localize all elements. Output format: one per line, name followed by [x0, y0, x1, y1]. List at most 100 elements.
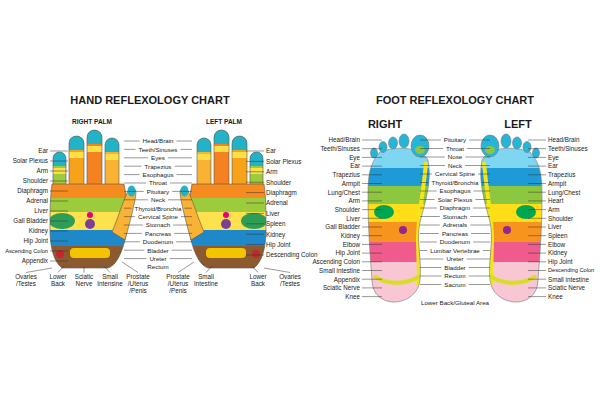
leader-line: [246, 161, 264, 162]
organ-zone: [516, 205, 536, 219]
chart-title: HAND REFLEXOLOGY CHART: [70, 94, 229, 107]
organ-label: Hip Joint: [548, 258, 573, 265]
leader-line: [246, 192, 264, 193]
leader-line: [420, 216, 440, 217]
organ-label: Arm: [548, 206, 560, 213]
leader-line: [180, 149, 192, 150]
organ-label: Knee: [548, 293, 563, 300]
leader-line: [420, 242, 437, 243]
leader-line: [50, 151, 68, 152]
organ-label: Diaphragm: [439, 204, 471, 211]
organ-label: Esophagus: [439, 187, 472, 194]
leader-line: [246, 213, 264, 214]
finger-tip: [53, 159, 66, 166]
leader-line: [528, 279, 546, 280]
leader-line: [176, 241, 192, 242]
palm-zones: [45, 180, 135, 272]
leader-line: [420, 157, 445, 158]
leader-line: [184, 208, 192, 209]
organ-label: Thyroid/Bronchia: [134, 205, 183, 212]
leader-line: [470, 216, 490, 217]
leader-line: [362, 183, 382, 184]
sole-zone: [360, 168, 440, 186]
finger-band: [197, 154, 211, 160]
side-heading: LEFT: [504, 118, 532, 131]
leader-line: [124, 216, 135, 217]
organ-label: Teeth/Sinuses: [138, 146, 179, 153]
kidney-zone: [85, 219, 95, 229]
organ-label: Prostate /Uterus /Penis: [123, 274, 153, 295]
organ-label: Bladder: [443, 264, 466, 271]
toe-zone: [415, 146, 425, 154]
leader-line: [168, 157, 192, 158]
organ-label: Heart: [548, 197, 563, 204]
organ-label: Ovaries /Testes: [275, 274, 305, 288]
leader-line: [362, 244, 382, 245]
side-heading: RIGHT PALM: [72, 118, 112, 125]
sole-zone: [470, 168, 550, 186]
organ-label: Armpit: [548, 180, 566, 187]
charts-illustration: [45, 130, 550, 310]
organ-label: Pancreas: [144, 230, 172, 237]
leader-line: [173, 225, 192, 226]
leader-line: [470, 225, 490, 226]
leader-line: [528, 244, 546, 245]
leader-line: [58, 266, 64, 273]
liver-zone: [49, 213, 75, 229]
organ-label: Shoulder: [266, 179, 291, 186]
finger: [214, 130, 229, 190]
organ-label: Head/Brain: [328, 136, 360, 143]
leader-line: [362, 166, 382, 167]
organ-label: Descending Colon: [548, 267, 594, 274]
organ-label: Elbow: [548, 241, 565, 248]
organ-label: Stomach: [442, 213, 468, 220]
organ-label: Hip Joint: [24, 237, 49, 244]
leader-line: [528, 183, 546, 184]
leader-line: [528, 235, 546, 236]
organ-label: Ascending Colon: [5, 248, 48, 255]
organ-label: Stomach: [145, 221, 171, 228]
leader-line: [50, 241, 68, 242]
leader-line: [481, 182, 490, 183]
leader-line: [469, 267, 490, 268]
organ-label: Neck: [150, 196, 166, 203]
organ-label: Ear: [266, 147, 276, 154]
organ-label: Pituitary: [443, 136, 467, 143]
organ-label: Adrenals: [442, 221, 468, 228]
toe: [379, 142, 387, 153]
organ-label: Hip Joint: [336, 249, 361, 256]
organ-label: Nose: [447, 153, 463, 160]
leader-line: [528, 200, 546, 201]
organ-label: Trapezius: [144, 163, 173, 170]
leader-line: [528, 192, 546, 193]
organ-label: Arm: [348, 197, 360, 204]
organ-label: Liver: [34, 207, 48, 214]
organ-label: Solar Plexus: [437, 196, 474, 203]
leader-line: [420, 182, 429, 183]
organ-label: Ear: [350, 162, 360, 169]
toe: [481, 135, 499, 157]
leader-line: [124, 208, 132, 209]
finger-band: [105, 154, 119, 160]
organ-label: Rectum: [146, 263, 169, 270]
finger-tip: [87, 137, 102, 144]
leader-line: [362, 261, 382, 262]
leader-line: [528, 174, 546, 175]
organ-label: Liver: [548, 223, 562, 230]
organ-label: Ureter: [445, 255, 464, 262]
sole-zone: [470, 204, 550, 222]
organ-label: Gall Bladder: [13, 217, 48, 224]
leader-line: [473, 242, 490, 243]
toe: [501, 134, 511, 148]
leader-line: [473, 208, 490, 209]
foot-drawing: [470, 134, 550, 310]
organ-label: Liver: [266, 210, 280, 217]
leader-line: [475, 199, 490, 200]
leader-line: [50, 201, 68, 202]
finger-outline: [214, 130, 229, 190]
leader-line: [528, 270, 546, 271]
finger: [232, 136, 247, 190]
organ-label: Pituitary: [146, 188, 170, 195]
